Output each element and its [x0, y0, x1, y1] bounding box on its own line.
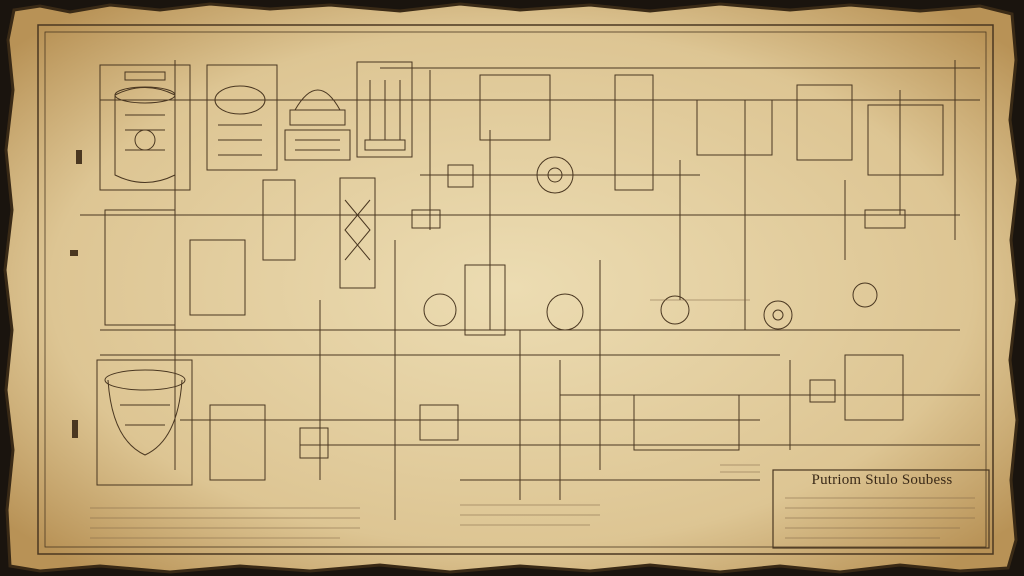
title-block-frame [772, 469, 990, 549]
sheet-title: Putriom Stulo Soubess [811, 472, 953, 488]
dome-engine [284, 89, 351, 161]
parchment-sheet [3, 2, 1020, 574]
title-block: Putriom Stulo Soubess [775, 470, 989, 548]
valve-unit [262, 164, 906, 459]
outer-frame [37, 24, 994, 555]
annotation-text-lines [90, 299, 760, 539]
ornate-vessel [99, 64, 191, 191]
title-block-text-lines [785, 497, 975, 539]
margin-index [70, 150, 82, 438]
inner-frame [44, 31, 987, 548]
cauldron-apparatus [96, 209, 266, 486]
gear-assembly [423, 156, 878, 331]
column-reactor [339, 61, 413, 289]
boiler-tank [206, 64, 278, 171]
pipe-network [80, 60, 980, 520]
cabinet-console [464, 74, 944, 451]
